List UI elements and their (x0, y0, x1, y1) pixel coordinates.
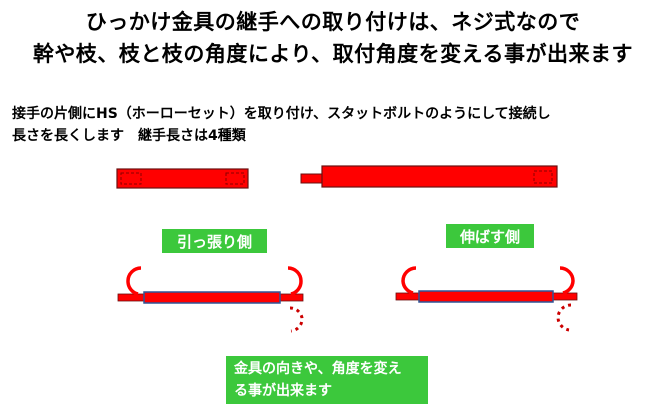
hook-left (126, 266, 142, 296)
hook-right (559, 266, 575, 295)
short-joint-pipe (116, 168, 249, 189)
thread-mark-left (120, 172, 142, 185)
pull-side-label: 引っ張り側 (162, 229, 267, 253)
title-line-1: ひっかけ金具の継手への取り付けは、ネジ式なので (85, 10, 581, 34)
hook-left (401, 266, 417, 295)
extend-side-assembly (395, 266, 578, 332)
note-line-2: る事が出来ます (234, 383, 332, 399)
title-line-2: 幹や枝、枝と枝の角度により、取付角度を変える事が出来ます (32, 42, 634, 66)
description-line-1: 接手の片側にHS（ホーローセット）を取り付け、スタットボルトのようにして接続し (12, 106, 551, 122)
extend-side-label: 伸ばす側 (446, 224, 534, 248)
hook-alternate-dashed (556, 303, 572, 332)
long-joint-pipe-with-stud (300, 165, 558, 188)
description-line-2: 長さを長くします 継手長さは4種類 (12, 128, 246, 144)
stud-bolt (300, 173, 324, 184)
pull-side-assembly (117, 266, 304, 333)
note-line-1: 金具の向きや、角度を変え (234, 361, 402, 377)
hook-right (287, 266, 303, 296)
hook-alternate-dashed (289, 306, 304, 333)
thread-mark-right (225, 172, 245, 185)
note-box: 金具の向きや、角度を変え る事が出来ます (226, 356, 428, 404)
